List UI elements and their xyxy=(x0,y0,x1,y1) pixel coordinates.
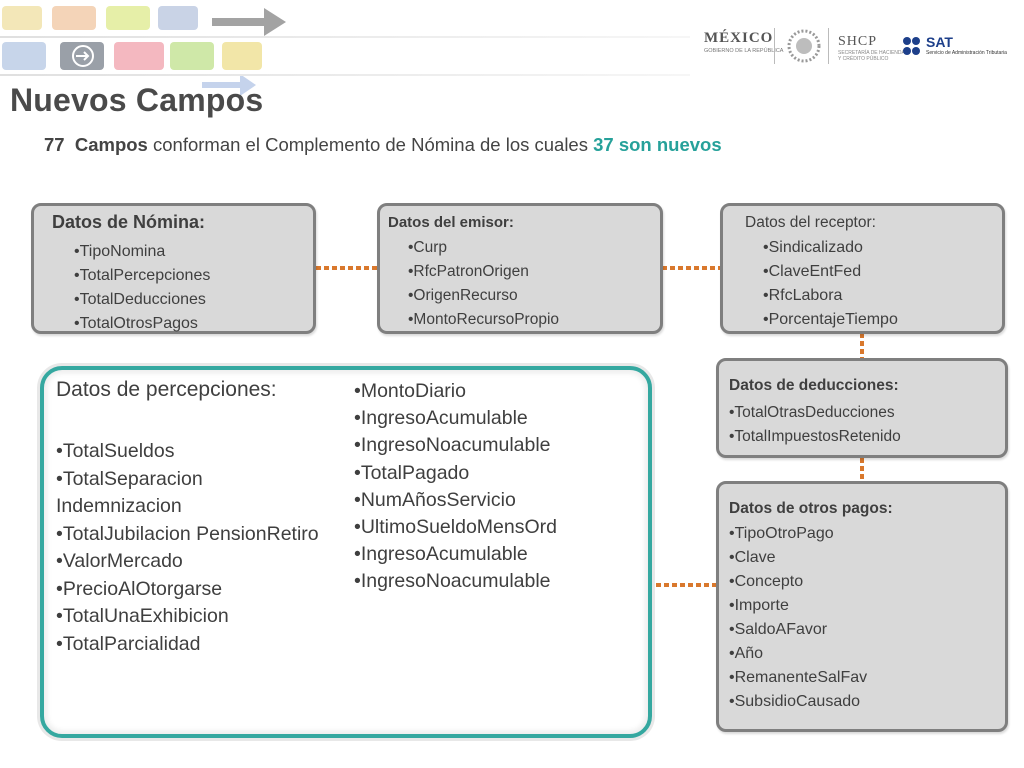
circle-arrow-icon xyxy=(72,45,94,67)
list-item: •PrecioAlOtorgarse xyxy=(56,577,223,600)
divider xyxy=(828,28,829,64)
shcp-logo-text: SHCP xyxy=(838,34,878,49)
list-item: •TipoNomina xyxy=(74,243,166,260)
faint-arrow-icon xyxy=(202,74,256,96)
nomina-box: Datos de Nómina: •TipoNomina •TotalPerce… xyxy=(31,203,316,334)
mexico-logo-text: MÉXICO xyxy=(704,30,774,46)
subtitle-middle: conforman el Complemento de Nómina de lo… xyxy=(153,134,588,155)
list-item: •TotalOtrasDeducciones xyxy=(729,404,895,421)
list-item: •IngresoNoacumulable xyxy=(354,434,551,457)
receptor-box-title: Datos del receptor: xyxy=(745,214,876,231)
page-subtitle: 77 Campos conforman el Complemento de Nó… xyxy=(44,134,722,156)
receptor-box: Datos del receptor: •Sindicalizado •Clav… xyxy=(720,203,1005,334)
list-item: •PorcentajeTiempo xyxy=(763,311,898,328)
list-item: •ClaveEntFed xyxy=(763,263,862,280)
percepciones-box-title: Datos de percepciones: xyxy=(56,378,277,401)
list-item: •Clave xyxy=(729,549,776,566)
list-item: •TotalPercepciones xyxy=(74,267,211,284)
deducciones-box-list: •TotalOtrasDeducciones •TotalImpuestosRe… xyxy=(729,401,901,449)
list-item: •RfcLabora xyxy=(763,287,843,304)
list-item: •RemanenteSalFav xyxy=(729,669,868,686)
emisor-box-list: •Curp •RfcPatronOrigen •OrigenRecurso •M… xyxy=(408,236,559,332)
list-item: •Curp xyxy=(408,239,448,256)
shcp-logo-subtitle: SECRETARÍA DE HACIENDA Y CRÉDITO PÚBLICO xyxy=(838,50,905,62)
deducciones-box: Datos de deducciones: •TotalOtrasDeducci… xyxy=(716,358,1008,458)
new-count: 37 son nuevos xyxy=(593,134,722,155)
list-item: •IngresoAcumulable xyxy=(354,543,528,566)
total-count: 77 xyxy=(44,134,65,155)
list-item: •TotalUnaExhibicion xyxy=(56,605,229,627)
list-item: Indemnizacion xyxy=(56,495,182,517)
list-item: •TotalPagado xyxy=(354,461,470,484)
receptor-box-list: •Sindicalizado •ClaveEntFed •RfcLabora •… xyxy=(763,236,898,332)
emisor-box-title: Datos del emisor: xyxy=(388,214,514,231)
percepciones-left-list: •TotalSueldos •TotalSeparacion Indemniza… xyxy=(56,438,319,658)
emisor-box: Datos del emisor: •Curp •RfcPatronOrigen… xyxy=(377,203,663,334)
otros-pagos-box: Datos de otros pagos: •TipoOtroPago •Cla… xyxy=(716,481,1008,732)
nomina-box-list: •TipoNomina •TotalPercepciones •TotalDed… xyxy=(74,240,210,336)
list-item: •TotalImpuestosRetenido xyxy=(729,428,901,445)
list-item: •SubsidioCausado xyxy=(729,693,861,710)
list-item: •OrigenRecurso xyxy=(408,287,518,304)
list-item: •TotalDeducciones xyxy=(74,291,206,308)
mexico-logo-subtitle: GOBIERNO DE LA REPÚBLICA xyxy=(704,48,784,54)
campos-word: Campos xyxy=(74,134,148,155)
list-item: •TotalJubilacion PensionRetiro xyxy=(56,522,319,545)
list-item: •TotalOtrosPagos xyxy=(74,315,198,332)
list-item: •TipoOtroPago xyxy=(729,525,834,542)
otros-pagos-box-title: Datos de otros pagos: xyxy=(729,500,893,517)
sat-logo-text: SAT xyxy=(926,34,953,50)
list-item: •Importe xyxy=(729,597,789,614)
percepciones-box: Datos de percepciones: •TotalSueldos •To… xyxy=(40,366,652,738)
list-item: •UltimoSueldoMensOrd xyxy=(354,516,557,539)
coat-of-arms-icon xyxy=(787,29,821,63)
list-item: •TotalSeparacion xyxy=(56,467,203,490)
list-item: •ValorMercado xyxy=(56,550,183,572)
header-graphic xyxy=(0,0,690,100)
list-item: •TotalSueldos xyxy=(56,440,175,462)
nomina-box-title: Datos de Nómina: xyxy=(52,212,206,232)
sat-dots-icon xyxy=(903,37,920,55)
page-title: Nuevos Campos xyxy=(10,82,264,118)
list-item: •TotalParcialidad xyxy=(56,632,201,655)
list-item: •NumAñosServicio xyxy=(354,488,516,511)
list-item: •IngresoNoacumulable xyxy=(354,570,551,593)
government-logos: MÉXICO GOBIERNO DE LA REPÚBLICA SHCP SEC… xyxy=(704,24,1022,68)
list-item: •SaldoAFavor xyxy=(729,621,828,638)
divider xyxy=(774,28,775,64)
list-item: •RfcPatronOrigen xyxy=(408,263,529,280)
otros-pagos-box-list: •TipoOtroPago •Clave •Concepto •Importe … xyxy=(729,522,867,714)
deducciones-box-title: Datos de deducciones: xyxy=(729,377,899,394)
sat-logo-subtitle: Servicio de Administración Tributaria xyxy=(926,50,1007,56)
percepciones-right-list: •MontoDiario •IngresoAcumulable •Ingreso… xyxy=(354,378,557,596)
list-item: •MontoDiario xyxy=(354,380,466,402)
list-item: •Sindicalizado xyxy=(763,239,863,256)
list-item: •Año xyxy=(729,645,764,662)
arrow-icon xyxy=(212,8,286,36)
list-item: •MontoRecursoPropio xyxy=(408,311,560,328)
list-item: •Concepto xyxy=(729,573,804,590)
list-item: •IngresoAcumulable xyxy=(354,407,528,430)
